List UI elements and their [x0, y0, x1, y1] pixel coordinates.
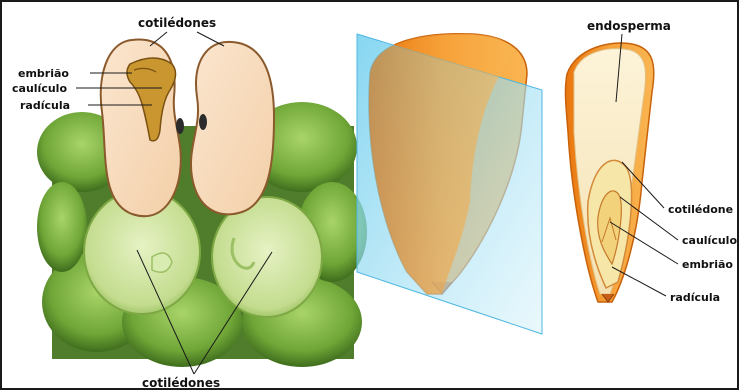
label-cauliculo-right: caulículo: [682, 234, 737, 247]
label-cotiledones-top: cotilédones: [138, 16, 216, 30]
label-cotiledone-right: cotilédone: [668, 203, 733, 216]
label-cotiledones-bottom: cotilédones: [142, 376, 220, 390]
label-embriao-left: embrião: [18, 67, 69, 80]
label-radicula-left: radícula: [20, 99, 70, 112]
label-cauliculo-left: caulículo: [12, 82, 67, 95]
label-endosperma: endosperma: [587, 19, 671, 33]
label-radicula-right: radícula: [670, 291, 720, 304]
corn-kernel-section: [565, 43, 653, 302]
label-embriao-right: embrião: [682, 258, 733, 271]
